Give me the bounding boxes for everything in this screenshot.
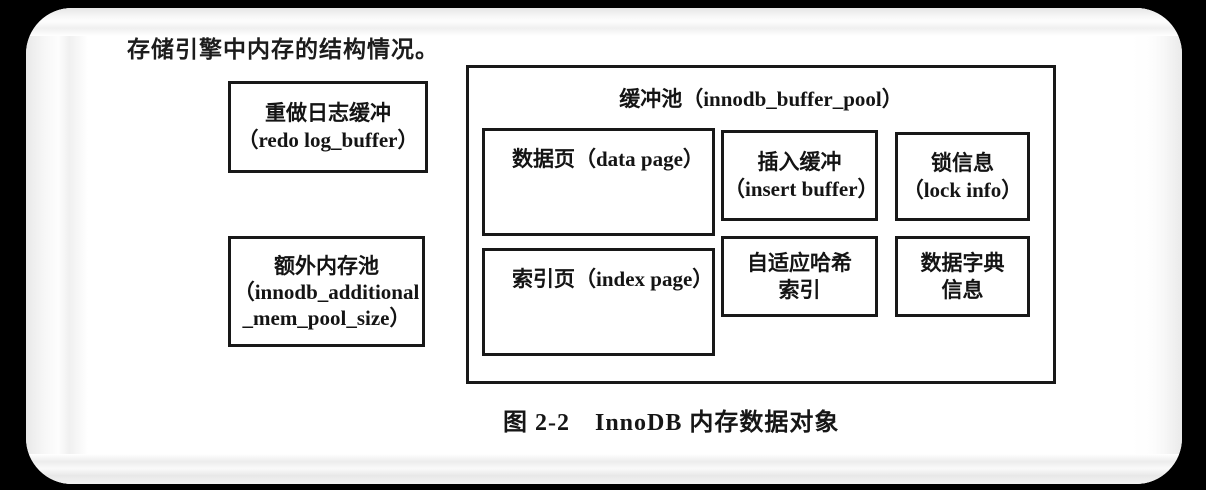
index-page-label: 索引页（index page）: [512, 267, 714, 291]
redo-log-buffer-label-en: （redo log_buffer）: [237, 128, 419, 152]
adaptive-hash-label-line1: 自适应哈希: [747, 250, 852, 275]
bottom-clipped-paragraph: 在 InnoDB 存储引擎中，缓冲池中页的大小默认为 16KB，同样使用: [172, 461, 889, 484]
page-edge-shading-right: [1132, 8, 1182, 484]
page-edge-shading-left: [26, 8, 88, 484]
data-dictionary-label-line2: 信息: [941, 277, 984, 302]
adaptive-hash-label-line2: 索引: [778, 277, 821, 302]
data-dictionary-box: 数据字典 信息: [895, 236, 1030, 317]
redo-log-buffer-label-cn: 重做日志缓冲: [265, 101, 391, 125]
additional-mem-pool-box: 额外内存池 （innodb_additional _mem_pool_size）: [228, 236, 425, 347]
data-dictionary-label-line1: 数据字典: [920, 250, 1005, 275]
insert-buffer-label-en: （insert buffer）: [724, 176, 879, 201]
figure-caption: 图 2-2 InnoDB 内存数据对象: [503, 410, 840, 436]
index-page-box: 索引页（index page）: [482, 248, 715, 356]
additional-mem-pool-label-en1: （innodb_additional: [233, 279, 420, 304]
adaptive-hash-index-box: 自适应哈希 索引: [721, 236, 878, 317]
additional-mem-pool-label-en2: _mem_pool_size）: [242, 305, 411, 330]
buffer-pool-title: 缓冲池（innodb_buffer_pool）: [619, 87, 903, 111]
lock-info-box: 锁信息 （lock info）: [895, 132, 1030, 221]
redo-log-buffer-box: 重做日志缓冲 （redo log_buffer）: [228, 81, 428, 173]
buffer-pool-box: 缓冲池（innodb_buffer_pool） 数据页（data page） 插…: [466, 65, 1056, 384]
lock-info-label-cn: 锁信息: [931, 150, 994, 175]
top-clipped-paragraph: 存储引擎中内存的结构情况。: [127, 37, 439, 62]
lock-info-label-en: （lock info）: [902, 177, 1023, 202]
data-page-label: 数据页（data page）: [512, 147, 704, 171]
scanned-book-page: 存储引擎中内存的结构情况。 重做日志缓冲 （redo log_buffer） 额…: [26, 8, 1182, 484]
additional-mem-pool-label-cn: 额外内存池: [274, 253, 379, 278]
insert-buffer-box: 插入缓冲 （insert buffer）: [721, 130, 879, 221]
insert-buffer-label-cn: 插入缓冲: [757, 149, 842, 174]
data-page-box: 数据页（data page）: [482, 128, 715, 236]
